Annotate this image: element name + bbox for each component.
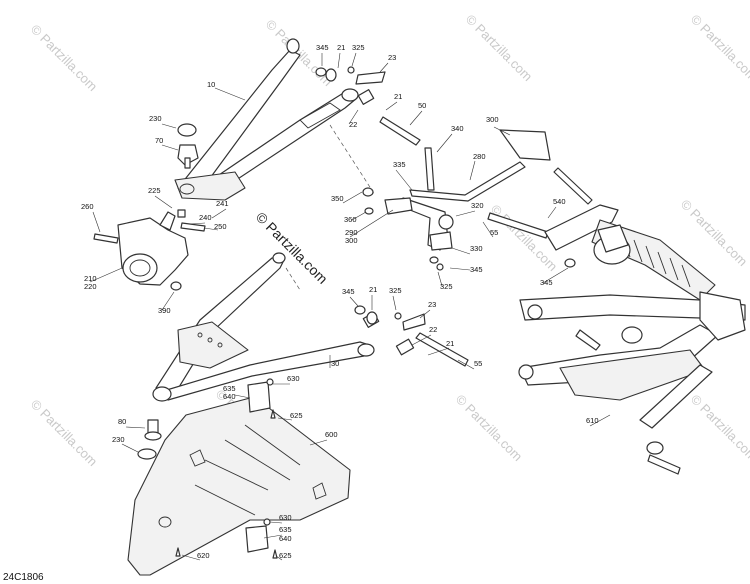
callout-label-340: 340 [451,124,464,133]
callout-label-300: 300 [486,115,499,124]
assembled-far-suspension [518,291,746,475]
callout-label-80: 80 [118,417,126,426]
leader-lines [89,52,611,561]
callout-label-345: 345 [540,278,553,287]
callout-label-390: 390 [158,306,171,315]
watermark-text: © Partzilla.com [678,197,750,270]
callout-label-635: 635 [223,384,236,393]
callout-label-230: 230 [149,114,162,123]
skid-plate [127,378,351,576]
callout-label-640: 640 [223,392,236,401]
callout-label-330: 330 [470,244,483,253]
watermark-text: © Partzilla.com [688,392,750,465]
callout-label-325: 325 [440,282,453,291]
callout-label-55: 55 [474,359,482,368]
callout-label-350: 350 [331,194,344,203]
callout-label-230: 230 [112,435,125,444]
callout-label-260: 260 [81,202,94,211]
callout-label-630: 630 [287,374,300,383]
callout-label-55: 55 [490,228,498,237]
callout-label-600: 600 [325,430,338,439]
callout-label-610: 610 [586,416,599,425]
callout-label-22: 22 [429,325,437,334]
watermark-text: © Partzilla.com [463,12,536,85]
watermark-text: © Partzilla.com [688,12,750,85]
callout-label-225: 225 [148,186,161,195]
callout-label-630: 630 [279,513,292,522]
callout-label-335: 335 [393,160,406,169]
callout-label-360: 360 [344,215,357,224]
callout-label-345: 345 [342,287,355,296]
lower-ball-joint [137,419,162,460]
callout-label-22: 22 [349,120,357,129]
callout-layer: 10 345 21 325 23 21 50 22 230 70 340 300… [81,43,599,560]
callout-label-210: 210 [84,274,97,283]
callout-label-280: 280 [473,152,486,161]
watermark-text: © Partzilla.com [28,397,101,470]
callout-label-50: 50 [418,101,426,110]
callout-label-23: 23 [388,53,396,62]
callout-label-325: 325 [352,43,365,52]
shock-absorber [544,204,716,301]
callout-label-345: 345 [470,265,483,274]
upper-a-arm [174,38,359,201]
lower-a-arm [152,252,375,402]
diagram-code: 24C1806 [3,572,44,583]
callout-label-240: 240 [199,213,212,222]
assembly-guide-line [285,124,376,291]
callout-label-290: 290 [345,228,358,237]
watermark-text: © Partzilla.com [453,392,526,465]
callout-label-23: 23 [428,300,436,309]
callout-label-635: 635 [279,525,292,534]
fasteners [93,66,593,367]
callout-label-21: 21 [394,92,402,101]
callout-label-345: 345 [316,43,329,52]
callout-label-625: 625 [290,411,303,420]
callout-label-325: 325 [389,286,402,295]
callout-label-625: 625 [279,551,292,560]
watermark-text: © Partzilla.com [28,22,101,95]
callout-label-320: 320 [471,201,484,210]
callout-label-10: 10 [207,80,215,89]
callout-label-21: 21 [446,339,454,348]
callout-label-241: 241 [216,199,229,208]
callout-label-70: 70 [155,136,163,145]
callout-label-30: 30 [331,359,339,368]
callout-label-620: 620 [197,551,210,560]
upper-ball-joint [177,123,199,169]
callout-label-220: 220 [84,282,97,291]
sway-bar-assembly [384,129,551,251]
callout-label-21: 21 [337,43,345,52]
steering-knuckle [117,211,189,286]
callout-label-21: 21 [369,285,377,294]
callout-label-640: 640 [279,534,292,543]
callout-label-300: 300 [345,236,358,245]
callout-label-250: 250 [214,222,227,231]
callout-label-540: 540 [553,197,566,206]
